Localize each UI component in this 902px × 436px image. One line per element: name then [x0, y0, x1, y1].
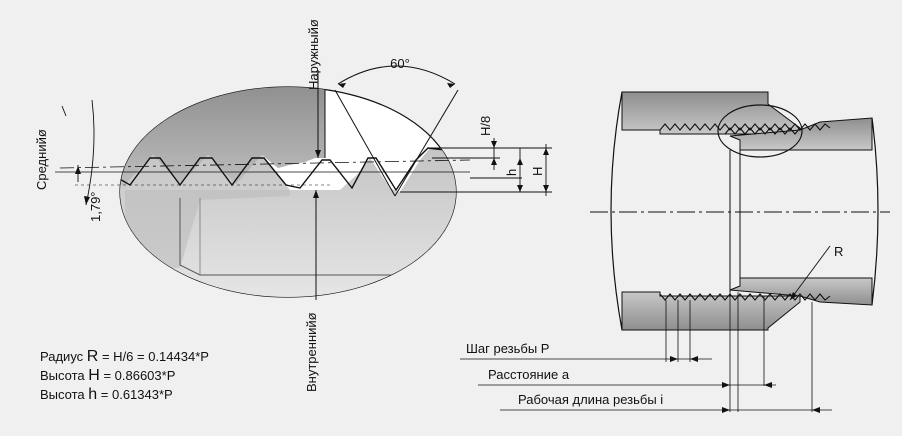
radius-label: R [834, 244, 843, 259]
formula-height-h: Высота H = 0.86603*P [40, 367, 175, 385]
h-small-label: h [504, 169, 519, 176]
pipe-lower-wall [729, 277, 873, 306]
formula-radius: Радиус R = H/6 = 0.14434*P [40, 348, 209, 366]
formula-expression: = 0.61343*P [97, 387, 173, 402]
angle-label: 60° [390, 56, 410, 71]
taper-angle-label: 1,79° [88, 191, 103, 222]
h8-label: H/8 [478, 116, 493, 136]
formula-prefix: Высота [40, 368, 89, 383]
pipe-upper-wall [729, 117, 873, 151]
coupling-upper-wall [621, 91, 801, 135]
formula-prefix: Высота [40, 387, 89, 402]
pitch-label: Шаг резьбы P [466, 341, 549, 356]
mean-diameter-label: Среднийø [34, 129, 49, 190]
threaded-joint-section: R Шаг резьбы P Расстояние a Рабочая длин… [460, 91, 890, 413]
formula-height-small-h: Высота h = 0.61343*P [40, 386, 173, 404]
working-length-label: Рабочая длина резьбы i [518, 392, 663, 407]
external-part-section [120, 148, 456, 297]
formula-expression: = 0.86603*P [99, 368, 176, 383]
coupling-lower-wall [621, 291, 801, 331]
formula-symbol: H [88, 367, 100, 384]
formula-symbol: R [86, 348, 99, 365]
outer-diameter-label: Наружныйø [306, 19, 321, 90]
formula-prefix: Радиус [40, 349, 87, 364]
formula-expression: = H/6 = 0.14434*P [98, 349, 209, 364]
detail-ellipse [717, 104, 803, 158]
formula-symbol: h [88, 386, 98, 403]
distance-label: Расстояние a [488, 367, 570, 382]
inner-diameter-label: Внутреннийø [304, 312, 319, 392]
h-big-label: H [530, 167, 545, 176]
thread-profile-detail: 60° Наружныйø Среднийø Внутреннийø 1,79°… [34, 19, 552, 392]
